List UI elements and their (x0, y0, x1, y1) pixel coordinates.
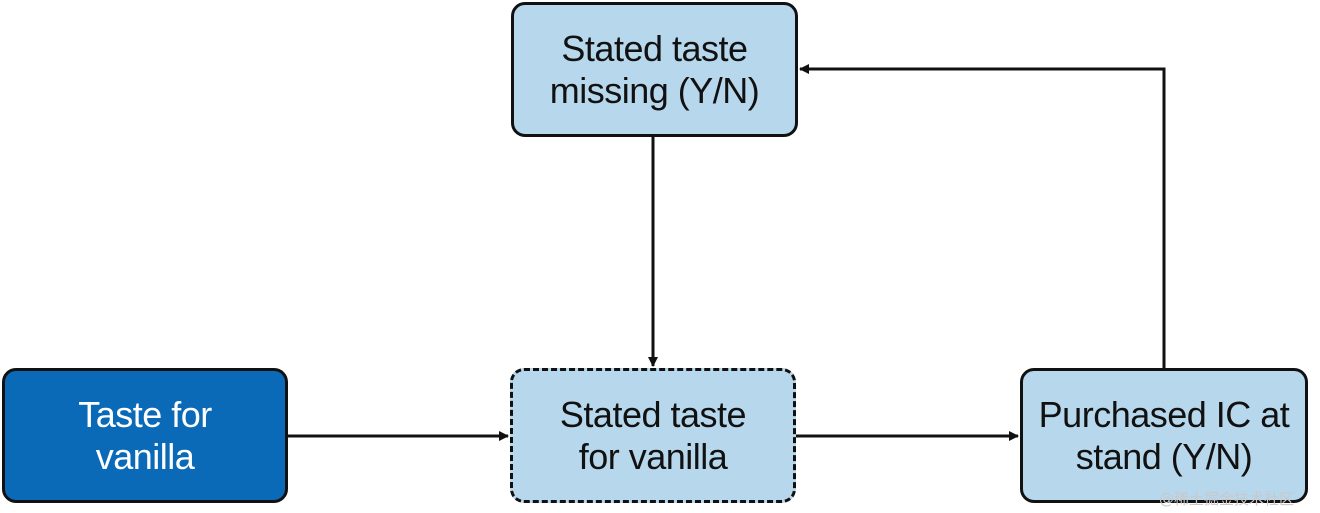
node-label-line2: missing (Y/N) (549, 69, 760, 111)
node-label-line1: Stated taste (561, 27, 748, 69)
node-label-line2: for vanilla (578, 435, 728, 477)
node-label: Taste for vanilla (5, 394, 285, 478)
node-label-line1: Stated taste (559, 393, 747, 435)
node-label-line1: Purchased IC at (1038, 393, 1290, 435)
node-label: Stated taste missing (Y/N) (514, 28, 795, 112)
node-taste-for-vanilla: Taste for vanilla (2, 368, 288, 503)
node-label: Stated taste for vanilla (513, 394, 793, 478)
node-label: Purchased IC at stand (Y/N) (1023, 394, 1305, 478)
node-label-line2: vanilla (95, 435, 195, 477)
node-label-line2: stand (Y/N) (1075, 435, 1253, 477)
watermark: @稀土掘金技术社区 (1158, 490, 1294, 508)
node-purchased-ic-at-stand: Purchased IC at stand (Y/N) (1020, 368, 1308, 503)
node-label-line1: Taste for (78, 393, 212, 435)
node-stated-taste-missing: Stated taste missing (Y/N) (511, 2, 798, 137)
edge-purchased-to-missing (799, 64, 1166, 368)
node-stated-taste-for-vanilla: Stated taste for vanilla (510, 368, 796, 503)
